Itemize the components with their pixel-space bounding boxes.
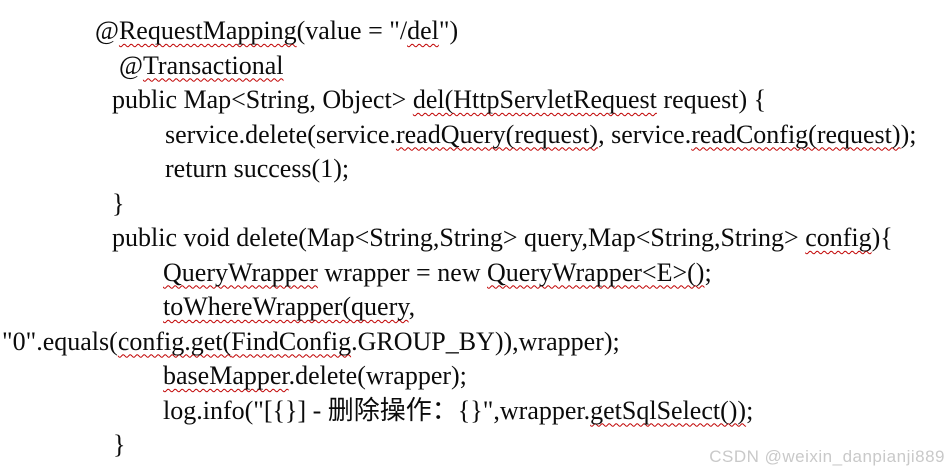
code-line: @RequestMapping(value = "/del"): [0, 14, 952, 49]
misspelled-text: del(HttpServletRequest: [412, 85, 657, 114]
code-line: baseMapper.delete(wrapper);: [0, 359, 952, 394]
code-line: toWhereWrapper(query,: [0, 290, 952, 325]
code-text: );: [900, 119, 917, 149]
misspelled-text: readQuery(request): [395, 119, 599, 149]
code-text: log.info("[{}] - 删除操作：{}",wrapper.: [163, 395, 591, 425]
misspelled-text: baseMapper: [163, 361, 289, 390]
code-line: return success(1);: [0, 152, 952, 187]
code-text: request) {: [656, 85, 767, 114]
code-line: public Map<String, Object> del(HttpServl…: [0, 83, 952, 118]
code-block: @RequestMapping(value = "/del")@Transact…: [0, 14, 952, 463]
misspelled-text: del: [407, 16, 439, 45]
code-line: }: [0, 187, 952, 222]
misspelled-text: config: [805, 223, 872, 252]
code-text: "0".equals(: [2, 326, 118, 356]
code-text: ,: [408, 292, 416, 321]
code-line: "0".equals(config.get(FindConfig.GROUP_B…: [0, 325, 952, 360]
code-line: @Transactional: [0, 49, 952, 84]
code-text: .GROUP_BY)),wrapper);: [351, 326, 620, 356]
code-text: .delete(wrapper);: [288, 361, 467, 390]
misspelled-text: QueryWrapper<E>(): [487, 257, 705, 287]
code-text: return success(1);: [165, 154, 350, 183]
code-text: "): [438, 16, 459, 45]
code-text: service.delete(service.: [165, 119, 396, 149]
code-text: , service.: [598, 119, 692, 149]
misspelled-text: readConfig(request): [691, 119, 901, 149]
code-text: @: [95, 16, 119, 45]
misspelled-text: Transactional: [142, 50, 284, 80]
misspelled-text: config.get(: [117, 326, 232, 356]
misspelled-text: getSqlSelect()): [590, 395, 747, 425]
code-text: }: [112, 188, 125, 218]
code-line: }: [0, 428, 952, 463]
code-text: @: [119, 50, 143, 80]
code-text: }: [113, 430, 126, 459]
code-text: public Map<String, Object>: [112, 85, 413, 114]
code-text: ;: [746, 395, 754, 425]
code-text: ;: [704, 257, 712, 287]
misspelled-text: QueryWrapper: [163, 257, 318, 287]
code-line: public void delete(Map<String,String> qu…: [0, 221, 952, 256]
code-text: (value = "/: [296, 16, 408, 45]
misspelled-text: toWhereWrapper(query: [163, 292, 409, 321]
code-text: wrapper = new: [317, 257, 488, 287]
code-line: service.delete(service.readQuery(request…: [0, 118, 952, 153]
misspelled-text: FindConfig: [231, 326, 352, 356]
code-line: QueryWrapper wrapper = new QueryWrapper<…: [0, 256, 952, 291]
code-text: ){: [871, 223, 893, 252]
misspelled-text: RequestMapping: [118, 16, 297, 45]
code-text: public void delete(Map<String,String> qu…: [112, 223, 806, 252]
code-line: log.info("[{}] - 删除操作：{}",wrapper.getSql…: [0, 394, 952, 429]
csdn-watermark: CSDN @weixin_danpianji889: [709, 447, 945, 466]
